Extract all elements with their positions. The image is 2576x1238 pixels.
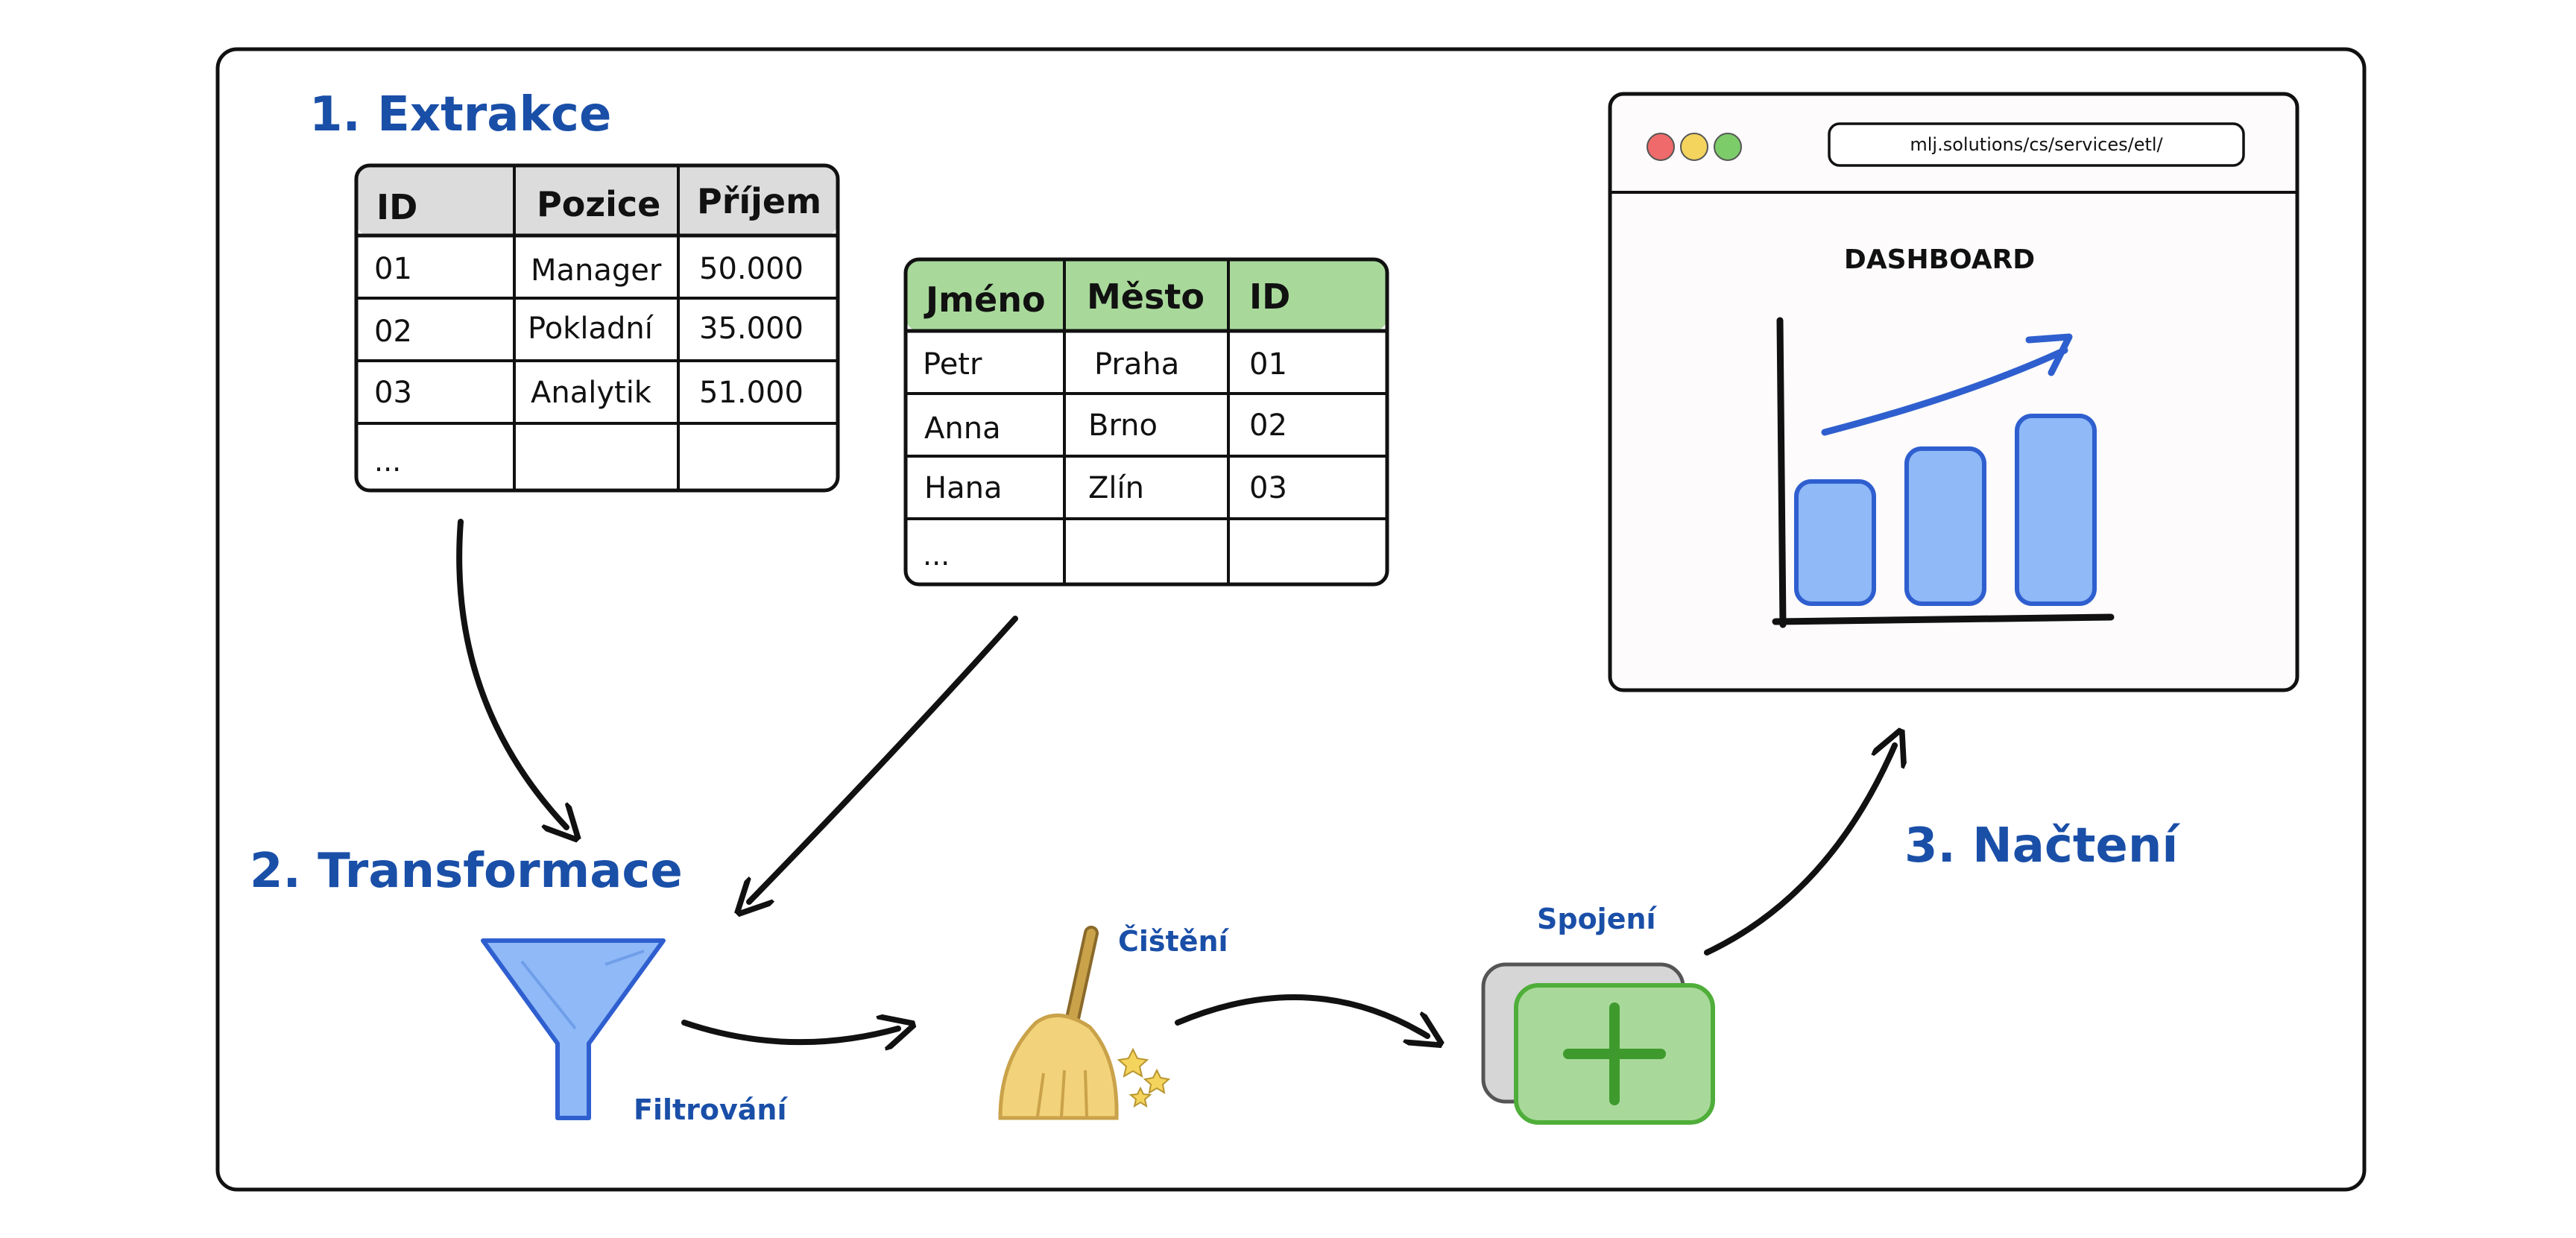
label-filter: Filtrování bbox=[634, 1093, 788, 1126]
table-positions-cell: 51.000 bbox=[699, 376, 804, 410]
table-positions-header: Příjem bbox=[697, 181, 821, 221]
dashboard-bar bbox=[1794, 479, 1876, 606]
table-positions-cell: Pokladní bbox=[528, 312, 654, 346]
table-positions: ID Pozice Příjem 01 Manager 50.000 02 Po… bbox=[354, 163, 840, 493]
plus-icon bbox=[1563, 1002, 1666, 1105]
address-bar bbox=[1828, 122, 2245, 167]
table-positions-cell: 02 bbox=[374, 315, 412, 349]
arrow-extract-to-transform bbox=[456, 519, 566, 827]
arrow-table-to-transform bbox=[749, 616, 1018, 902]
table-positions-header-bg bbox=[356, 165, 838, 236]
table-people-cell: Zlín bbox=[1088, 471, 1144, 505]
label-join: Spojení bbox=[1537, 903, 1658, 935]
table-people-cell: Brno bbox=[1088, 408, 1158, 443]
dashboard-bar bbox=[2015, 414, 2097, 606]
funnel-icon bbox=[481, 938, 666, 1120]
window-maximize-dot bbox=[1714, 133, 1742, 161]
arrow-filter-to-clean bbox=[681, 1023, 898, 1042]
table-people-cell: Praha bbox=[1094, 347, 1179, 382]
table-people-header: Jméno bbox=[924, 280, 1046, 320]
table-people-header: ID bbox=[1249, 277, 1290, 317]
table-positions-cell: ... bbox=[374, 445, 401, 478]
dashboard-bar bbox=[1904, 446, 1986, 606]
arrow-clean-to-join bbox=[1175, 994, 1427, 1036]
browser-window: mlj.solutions/cs/services/etl/ DASHBOARD bbox=[1608, 92, 2299, 692]
table-people-cell: Hana bbox=[924, 471, 1002, 505]
table-positions-cell: Manager bbox=[531, 253, 662, 288]
address-url: mlj.solutions/cs/services/etl/ bbox=[1910, 134, 2163, 155]
table-positions-header: Pozice bbox=[537, 184, 660, 224]
heading-load: 3. Načtení bbox=[1904, 818, 2180, 874]
window-minimize-dot bbox=[1680, 133, 1708, 161]
table-positions-cell: 35.000 bbox=[699, 312, 804, 346]
table-positions-cell: 01 bbox=[374, 252, 412, 286]
table-positions-cell: Analytik bbox=[531, 376, 652, 410]
heading-transform: 2. Transformace bbox=[250, 844, 683, 899]
table-positions-header: ID bbox=[376, 187, 417, 227]
join-icon bbox=[1481, 962, 1715, 1125]
table-people-header: Město bbox=[1087, 277, 1205, 317]
broom-icon bbox=[998, 926, 1119, 1120]
table-people-cell: ... bbox=[923, 539, 950, 572]
window-close-dot bbox=[1647, 133, 1675, 161]
heading-extract: 1. Extrakce bbox=[309, 87, 611, 142]
table-people-cell: Anna bbox=[924, 411, 1001, 446]
table-people-header-bg bbox=[906, 259, 1387, 331]
table-people-cell: 03 bbox=[1249, 471, 1287, 505]
dashboard-title: DASHBOARD bbox=[1844, 244, 2035, 275]
table-people-cell: 01 bbox=[1249, 347, 1287, 382]
table-positions-cell: 03 bbox=[374, 376, 412, 410]
dashboard-chart-icon bbox=[1772, 317, 2115, 628]
table-people-cell: Petr bbox=[923, 347, 982, 382]
table-people-cell: 02 bbox=[1249, 408, 1287, 443]
arrow-join-to-load bbox=[1704, 745, 1895, 956]
trend-arrow-icon bbox=[1821, 347, 2068, 436]
sparkle-icon bbox=[1117, 1047, 1171, 1108]
table-people: Jméno Město ID Petr Praha 01 Anna Brno 0… bbox=[903, 257, 1389, 587]
label-clean: Čištění bbox=[1118, 925, 1230, 958]
table-positions-cell: 50.000 bbox=[699, 252, 804, 286]
